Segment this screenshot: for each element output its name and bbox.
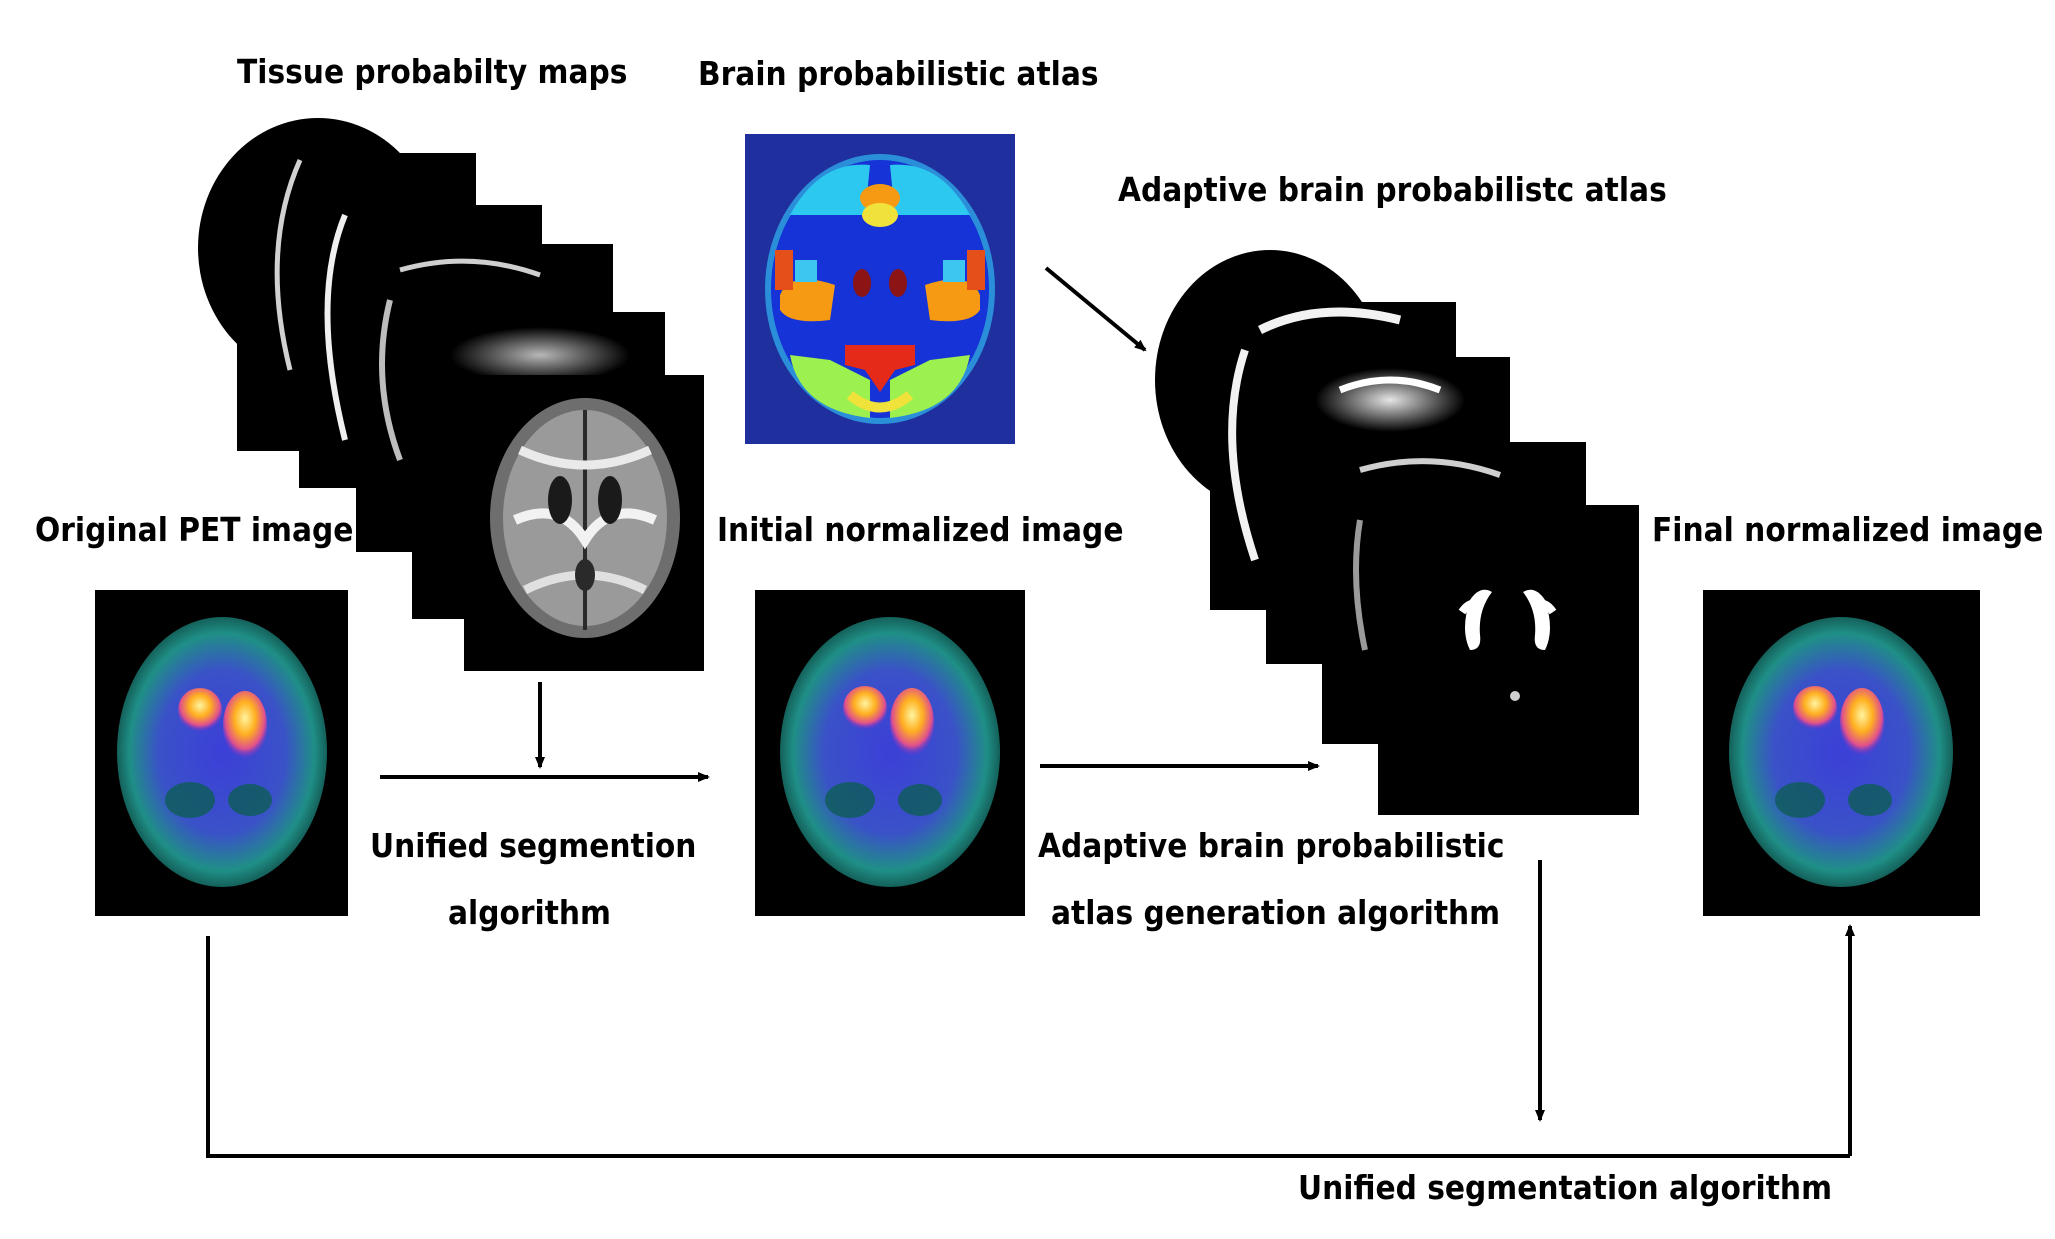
- adaptive-gen-label-line2: atlas generation algorithm: [1051, 893, 1501, 932]
- final-normalized-title: Final normalized image: [1652, 510, 2044, 549]
- pet-initial-normalized: [755, 590, 1025, 916]
- pet-final-normalized: [1703, 590, 1980, 916]
- brain-atlas-image: [745, 134, 1015, 444]
- unified-seg-label-bottom: Unified segmentation algorithm: [1298, 1168, 1833, 1207]
- brain-atlas-title: Brain probabilistic atlas: [698, 54, 1099, 93]
- adaptive-layer-4: [1378, 505, 1639, 815]
- tpm-front-brain: [490, 398, 680, 638]
- unified-seg-label-line1: Unified segmention: [370, 826, 697, 865]
- original-pet-title: Original PET image: [35, 510, 354, 549]
- adaptive-gen-label-line1: Adaptive brain probabilistic: [1038, 826, 1505, 865]
- arrow-atlas-to-adaptive: [1044, 266, 1147, 352]
- adaptive-atlas-title: Adaptive brain probabilistc atlas: [1118, 170, 1667, 209]
- unified-seg-label-line2: algorithm: [448, 893, 612, 932]
- bottom-connector: [206, 936, 1850, 1158]
- arrows: [206, 266, 1855, 1158]
- initial-normalized-title: Initial normalized image: [717, 510, 1124, 549]
- pet-original: [95, 590, 348, 916]
- tissue-maps-title: Tissue probabilty maps: [237, 52, 628, 91]
- adaptive-atlas-stack: [1155, 250, 1639, 815]
- tissue-map-stack: [198, 118, 704, 671]
